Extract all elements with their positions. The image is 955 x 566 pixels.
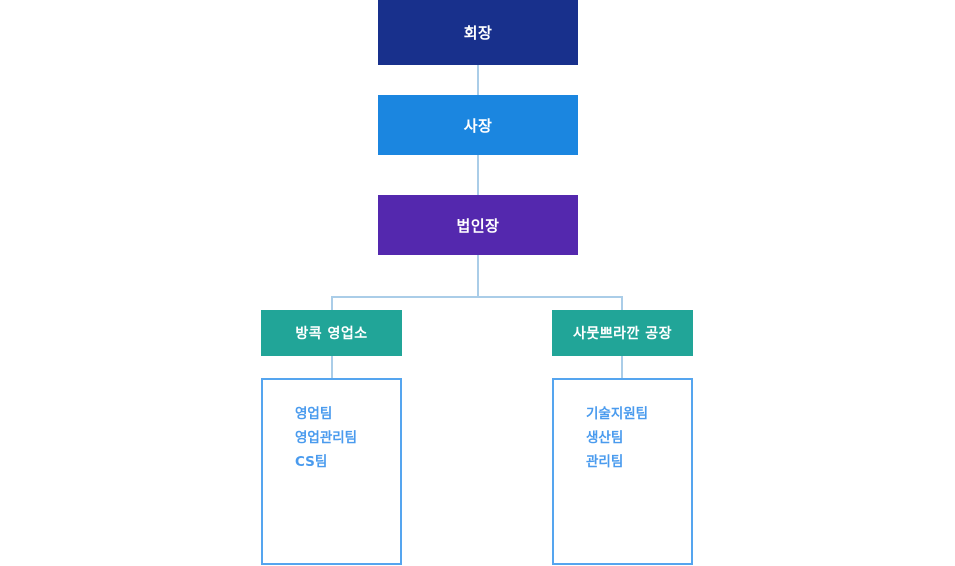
list-item[interactable]: 기술지원팀 [586,406,649,422]
connector-bus-to-samutprakan-factory [621,296,623,310]
org-node-samutprakan-factory[interactable]: 사뭇쁘라깐 공장 [552,310,693,356]
list-item[interactable]: 영업팀 [295,406,333,422]
connector-samutprakan-factory-to-teams [621,356,623,378]
list-item[interactable]: CS팀 [295,454,328,470]
team-list-samutprakan: 기술지원팀 생산팀 관리팀 [552,378,693,565]
org-node-corporate-head-label: 법인장 [456,216,500,235]
org-node-bangkok-office[interactable]: 방콕 영업소 [261,310,402,356]
org-node-president-label: 사장 [463,116,493,135]
org-node-corporate-head[interactable]: 법인장 [378,195,578,255]
connector-bangkok-office-to-teams [331,356,333,378]
list-item[interactable]: 관리팀 [586,454,624,470]
connector-branch-bus [331,296,623,298]
connector-bus-to-bangkok-office [331,296,333,310]
org-node-bangkok-office-label: 방콕 영업소 [295,326,368,342]
org-node-chairman-label: 회장 [463,24,493,42]
team-list-bangkok: 영업팀 영업관리팀 CS팀 [261,378,402,565]
org-node-president[interactable]: 사장 [378,95,578,155]
list-item[interactable]: 영업관리팀 [295,430,358,446]
org-node-chairman[interactable]: 회장 [378,0,578,65]
connector-corporate-head-to-bus [477,255,479,296]
connector-president-to-corporate-head [477,155,479,195]
org-node-samutprakan-factory-label: 사뭇쁘라깐 공장 [572,326,673,342]
list-item[interactable]: 생산팀 [586,430,624,446]
connector-chairman-to-president [477,65,479,95]
